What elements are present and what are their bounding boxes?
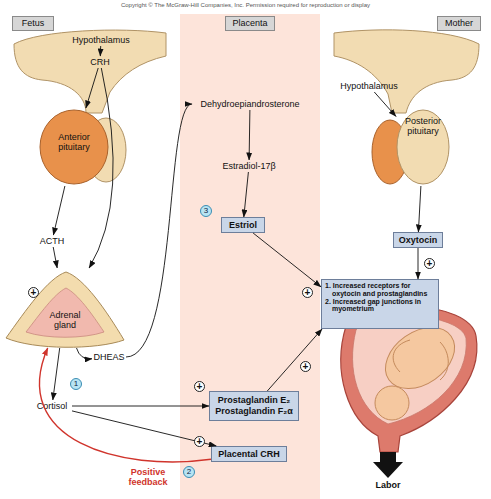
callout-number: 1 — [70, 378, 82, 390]
signal-arrow — [53, 348, 60, 400]
signal-arrow — [418, 186, 421, 232]
signal-arrow — [126, 104, 192, 357]
signal-arrow — [374, 92, 396, 117]
column-tab: Fetus — [12, 16, 54, 31]
adrenal-medulla — [26, 288, 104, 337]
placenta-band: PlacentaDehydroepiandrosteroneEstradiol-… — [180, 14, 320, 499]
node-text: Oxytocin — [399, 235, 438, 246]
maternal-brain — [334, 30, 479, 113]
stimulation-sign: + — [300, 361, 311, 372]
node-text: Estradiol-17β — [222, 161, 275, 172]
edge-label: Positive feedback — [120, 467, 176, 487]
signal-arrow — [244, 172, 249, 217]
hormone-label: Estradiol-17β — [214, 160, 284, 172]
signal-arrow — [72, 411, 216, 446]
hormone-box: Prostaglandin E₂Prostaglandin F₂α — [209, 391, 299, 421]
node-text: Anterior pituitary — [52, 132, 96, 152]
adrenal-cortex — [6, 272, 124, 347]
stimulation-sign: + — [194, 436, 205, 447]
hormone-label: DHEAS — [92, 351, 126, 363]
uterine-cavity — [353, 316, 467, 424]
signal-arrow — [77, 348, 93, 359]
hormone-label: ACTH — [38, 235, 66, 247]
node-text: Hypothalamus — [340, 81, 398, 92]
hormone-label: CRH — [88, 56, 112, 68]
structure-label: Hypothalamus — [336, 80, 402, 92]
node-text: ACTH — [40, 236, 65, 247]
signal-arrow — [267, 329, 322, 391]
feedback-arrow — [39, 348, 211, 462]
signal-arrow — [418, 248, 419, 279]
hormone-label: Cortisol — [32, 400, 72, 412]
hormone-label: Dehydroepiandrosterone — [192, 98, 308, 110]
node-text: Placental CRH — [218, 449, 280, 460]
hormone-box: Placental CRH — [211, 446, 287, 462]
adrenal-gland: Adrenal gland — [4, 268, 126, 348]
copyright-note: Copyright © The McGraw-Hill Companies, I… — [0, 1, 491, 9]
stimulation-sign: + — [424, 258, 435, 269]
stimulation-sign: + — [28, 287, 39, 298]
stimulation-sign: + — [194, 381, 205, 392]
column-tab: Mother — [437, 16, 481, 31]
anterior-pituitary: Anterior pituitary — [38, 108, 110, 186]
node-text: Hypothalamus — [72, 35, 130, 46]
callout-number: 2 — [183, 466, 195, 478]
pituitary-lobe — [40, 110, 108, 184]
signal-arrow — [89, 68, 113, 268]
signal-arrow — [72, 406, 209, 407]
signal-arrow — [253, 233, 321, 287]
hormone-box: Oxytocin — [393, 232, 443, 248]
labor-arrow — [373, 452, 403, 478]
node-text: 2. Increased gap junctions in myometrium — [325, 298, 435, 314]
hormone-box: Estriol — [221, 217, 265, 233]
node-text: Prostaglandin E₂ — [218, 395, 291, 406]
signal-arrow — [53, 247, 57, 268]
fetus-limb — [393, 340, 410, 372]
signal-arrow — [249, 110, 251, 160]
posterior-pituitary: Posterior pituitary — [396, 108, 450, 186]
node-text: Placenta — [225, 16, 275, 31]
signal-arrow — [100, 46, 101, 56]
node-text: Posterior pituitary — [400, 116, 446, 136]
fetus-limb — [440, 342, 448, 380]
node-text: CRH — [90, 57, 110, 68]
fetal-brain — [14, 30, 166, 113]
node-text: Cortisol — [37, 401, 68, 412]
node-text: DHEAS — [93, 352, 124, 363]
node-text: Fetus — [22, 18, 45, 29]
node-text: Adrenal gland — [45, 310, 85, 330]
node-text: 1. Increased receptors for oxytocin and … — [325, 282, 435, 298]
node-text: Mother — [445, 18, 473, 29]
node-text: Dehydroepiandrosterone — [200, 99, 299, 110]
outcome-label: Labor — [366, 480, 410, 491]
signal-arrow — [86, 68, 98, 108]
node-text: Estriol — [229, 220, 257, 231]
pituitary-lobe — [397, 110, 449, 184]
node-outline — [4, 268, 126, 348]
callout-number: 3 — [200, 205, 212, 217]
stimulation-sign: + — [302, 287, 313, 298]
structure-label: Hypothalamus — [66, 34, 136, 46]
signal-arrow — [53, 186, 65, 235]
fetus-head — [375, 386, 409, 420]
node-text: Prostaglandin F₂α — [215, 406, 293, 417]
effect-box: 1. Increased receptors for oxytocin and … — [321, 279, 439, 329]
